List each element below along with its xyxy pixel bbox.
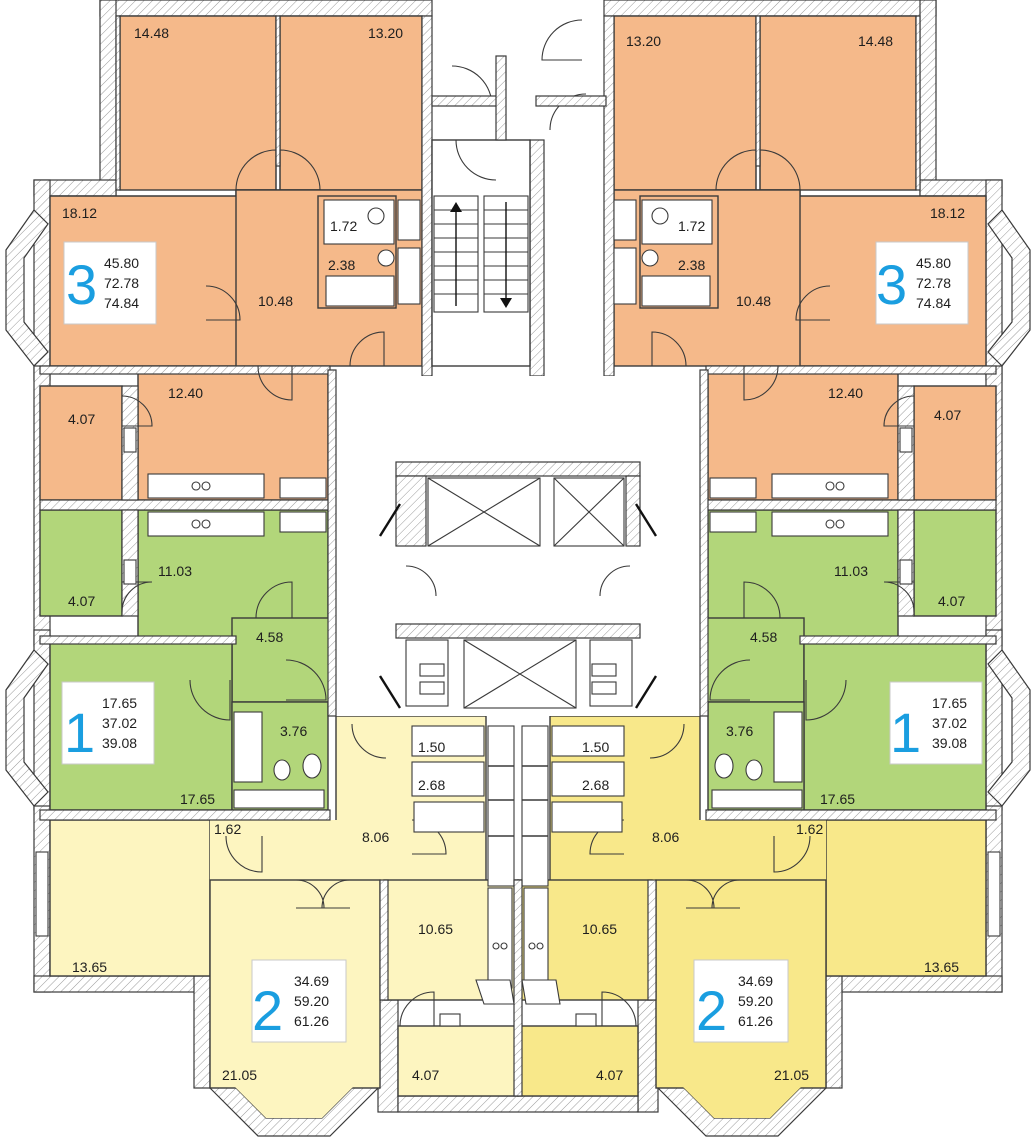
lift-shaft-small bbox=[395, 623, 641, 709]
room-area: 4.07 bbox=[934, 407, 961, 423]
badge-room-count: 1 bbox=[64, 701, 95, 764]
stair-down bbox=[483, 195, 529, 313]
badge-living-area: 34.69 bbox=[294, 973, 329, 989]
room-area: 4.58 bbox=[750, 629, 777, 645]
room-area: 12.40 bbox=[828, 385, 863, 401]
badge-total-area: 72.78 bbox=[916, 275, 951, 291]
room-area: 1.62 bbox=[214, 821, 241, 837]
apartment-badge-three-left: 3 45.80 72.78 74.84 bbox=[63, 241, 157, 325]
common-core bbox=[336, 15, 700, 887]
room-area: 4.07 bbox=[68, 593, 95, 609]
apartment-badge-three-right: 3 45.80 72.78 74.84 bbox=[875, 241, 969, 325]
apartment-badge-two-right: 2 34.69 59.20 61.26 bbox=[693, 959, 789, 1043]
room-area: 11.03 bbox=[834, 563, 868, 579]
room-area: 13.20 bbox=[368, 25, 403, 41]
room-area: 18.12 bbox=[930, 205, 965, 221]
badge-room-count: 2 bbox=[696, 979, 727, 1042]
room-area: 14.48 bbox=[134, 25, 169, 41]
badge-room-count: 2 bbox=[252, 979, 283, 1042]
room-area: 2.68 bbox=[418, 777, 445, 793]
apartment-badge-one-left: 1 17.65 37.02 39.08 bbox=[61, 681, 155, 765]
badge-total-area: 37.02 bbox=[102, 715, 137, 731]
badge-living-area: 45.80 bbox=[916, 255, 951, 271]
room-area: 18.12 bbox=[62, 205, 97, 221]
room-area: 4.07 bbox=[938, 593, 965, 609]
room-area: 4.07 bbox=[68, 411, 95, 427]
badge-living-area: 17.65 bbox=[102, 695, 137, 711]
room-area: 8.06 bbox=[362, 829, 389, 845]
room-area: 1.50 bbox=[418, 739, 445, 755]
room-area: 21.05 bbox=[222, 1067, 257, 1083]
badge-room-count: 3 bbox=[876, 253, 907, 316]
room-area: 10.48 bbox=[736, 293, 771, 309]
room-area: 2.38 bbox=[328, 257, 355, 273]
room-area: 21.05 bbox=[774, 1067, 809, 1083]
badge-total-balcony-area: 74.84 bbox=[916, 295, 951, 311]
room-area: 1.72 bbox=[330, 218, 357, 234]
room-area: 10.65 bbox=[418, 921, 453, 937]
room-area: 1.72 bbox=[678, 218, 705, 234]
room-area: 10.65 bbox=[582, 921, 617, 937]
room-area: 3.76 bbox=[280, 723, 307, 739]
room-area: 13.65 bbox=[72, 959, 107, 975]
lift-shaft-large bbox=[395, 461, 641, 547]
badge-total-area: 37.02 bbox=[932, 715, 967, 731]
room-area: 14.48 bbox=[858, 33, 893, 49]
room-area: 13.20 bbox=[626, 33, 661, 49]
room-area: 12.40 bbox=[168, 385, 203, 401]
doors bbox=[121, 149, 915, 1027]
badge-living-area: 34.69 bbox=[738, 973, 773, 989]
room-area: 17.65 bbox=[820, 791, 855, 807]
room-area: 11.03 bbox=[158, 563, 192, 579]
stair-up bbox=[433, 195, 479, 313]
badge-total-balcony-area: 61.26 bbox=[294, 1013, 329, 1029]
room-area: 4.58 bbox=[256, 629, 283, 645]
interior-walls bbox=[39, 15, 997, 1097]
room-area: 4.07 bbox=[412, 1067, 439, 1083]
badge-total-balcony-area: 39.08 bbox=[102, 735, 137, 751]
room-labels: 14.48 13.20 18.12 1.72 2.38 10.48 12.40 … bbox=[62, 25, 965, 1083]
badge-living-area: 45.80 bbox=[104, 255, 139, 271]
room-area: 4.07 bbox=[596, 1067, 623, 1083]
room-area: 1.50 bbox=[582, 739, 609, 755]
fixtures bbox=[35, 199, 1001, 1027]
badge-room-count: 1 bbox=[890, 701, 921, 764]
badge-total-area: 59.20 bbox=[294, 993, 329, 1009]
apartment-badge-one-right: 1 17.65 37.02 39.08 bbox=[889, 681, 983, 765]
apartment-badge-two-left: 2 34.69 59.20 61.26 bbox=[251, 959, 347, 1043]
badge-total-balcony-area: 74.84 bbox=[104, 295, 139, 311]
badge-total-balcony-area: 61.26 bbox=[738, 1013, 773, 1029]
badge-room-count: 3 bbox=[66, 253, 97, 316]
room-area: 10.48 bbox=[258, 293, 293, 309]
room-area: 2.68 bbox=[582, 777, 609, 793]
badge-total-area: 59.20 bbox=[738, 993, 773, 1009]
badge-total-balcony-area: 39.08 bbox=[932, 735, 967, 751]
room-area: 1.62 bbox=[796, 821, 823, 837]
room-area: 13.65 bbox=[924, 959, 959, 975]
badge-total-area: 72.78 bbox=[104, 275, 139, 291]
room-area: 8.06 bbox=[652, 829, 679, 845]
room-area: 17.65 bbox=[180, 791, 215, 807]
room-area: 2.38 bbox=[678, 257, 705, 273]
room-area: 3.76 bbox=[726, 723, 753, 739]
badge-living-area: 17.65 bbox=[932, 695, 967, 711]
